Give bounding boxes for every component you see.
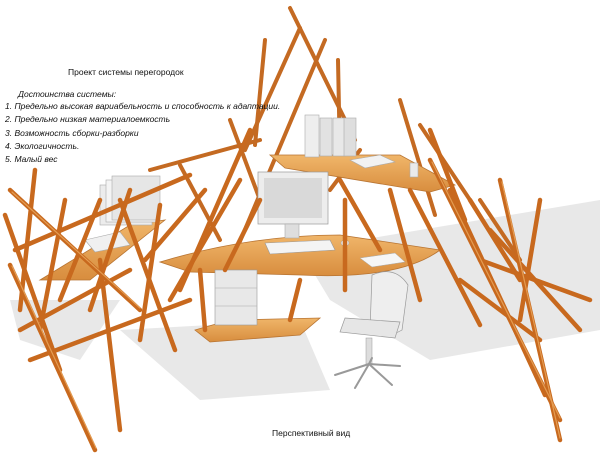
advantage-item: 4. Экологичность. [5,140,80,151]
right-shelf [268,114,457,193]
keyboard [264,239,336,255]
view-caption: Перспективный вид [272,428,351,438]
office-chair [334,271,409,389]
monitor [257,171,329,239]
advantages-heading: Достоинства системы: [18,89,117,99]
main-desk [158,171,442,343]
binders [304,114,357,158]
advantage-item: 1. Предельно высокая вариабельность и сп… [5,101,281,111]
advantage-item: 3. Возможность сборки-разборки [5,127,139,138]
rods-highlight [11,161,561,449]
paper-stack [84,231,131,253]
advantages-list: 1. Предельно высокая вариабельность и сп… [5,100,280,166]
drawer-unit [214,269,258,326]
document [359,252,406,268]
advantage-item: 5. Малый вес [5,154,58,165]
project-title: Проект системы перегородок [68,67,184,77]
advantage-item: 2. Предельно низкая материалоемкость [5,114,171,125]
pen-holder [409,162,419,178]
paper-tray [349,154,396,169]
